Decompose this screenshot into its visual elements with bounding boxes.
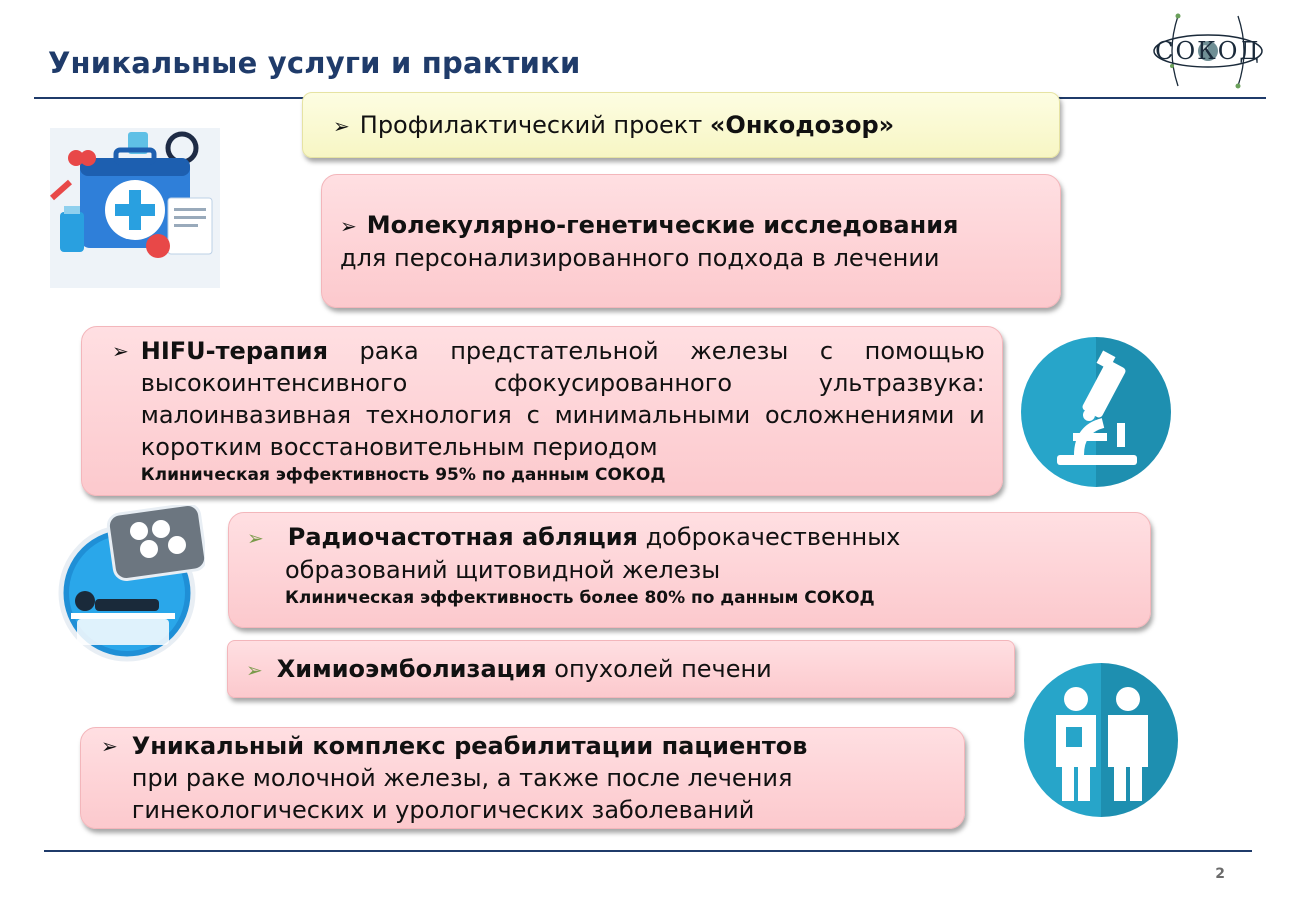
doctor-patient-icon: [1024, 663, 1178, 817]
molecular-title: Молекулярно-генетические исследования: [366, 211, 959, 239]
arrow-bullet-icon: ➢: [246, 658, 263, 682]
arrow-bullet-icon: ➢: [101, 734, 118, 758]
rfa-text-line1: доброкачественных: [637, 523, 901, 551]
hifu-efficacy-note: Клиническая эффективность 95% по данным …: [140, 465, 666, 485]
medical-kit-icon: [50, 128, 220, 288]
hifu-item: ➢ HIFU-терапия рака предстательной желез…: [81, 326, 1003, 496]
arrow-bullet-icon: ➢: [247, 526, 264, 550]
page-title: Уникальные услуги и практики: [48, 46, 581, 80]
arrow-bullet-icon: ➢: [112, 339, 129, 363]
rehabilitation-title: Уникальный комплекс реабилитации пациент…: [131, 732, 808, 760]
arrow-bullet-icon: ➢: [333, 114, 350, 138]
svg-text:СОКОД: СОКОД: [1155, 37, 1261, 65]
microscope-icon: [1021, 337, 1171, 487]
page-number: 2: [1215, 866, 1225, 882]
rehabilitation-item: ➢ Уникальный комплекс реабилитации пацие…: [80, 727, 965, 829]
rfa-text-line2: образований щитовидной железы: [285, 556, 721, 584]
chemoembolization-title: Химиоэмболизация: [276, 655, 547, 683]
oncodozor-title: «Онкодозор»: [709, 111, 895, 139]
oncodozor-prefix: Профилактический проект: [359, 111, 710, 139]
hifu-title: HIFU-терапия: [140, 337, 328, 365]
rfa-title: Радиочастотная абляция: [287, 523, 638, 551]
chemoembolization-text: опухолей печени: [546, 655, 772, 683]
hifu-text: рака предстательной железы с помощью выс…: [140, 337, 985, 461]
rfa-efficacy-note: Клиническая эффективность более 80% по д…: [285, 588, 875, 608]
arrow-bullet-icon: ➢: [340, 214, 357, 238]
molecular-text: для персонализированного подхода в лечен…: [340, 244, 940, 272]
footer-divider: [44, 850, 1252, 852]
chemoembolization-item: ➢ Химиоэмболизация опухолей печени: [227, 640, 1015, 698]
hifu-description: HIFU-терапия рака предстательной железы …: [141, 335, 985, 463]
rehabilitation-text: при раке молочной железы, а также после …: [131, 764, 793, 824]
surgery-icon: [55, 502, 208, 663]
rfa-item: ➢ Радиочастотная абляция доброкачественны…: [228, 512, 1151, 628]
oncodozor-item: ➢ Профилактический проект «Онкодозор»: [302, 92, 1060, 158]
sokod-logo: СОКОД: [1150, 10, 1266, 92]
molecular-item: ➢ Молекулярно-генетические исследования д…: [321, 174, 1061, 308]
